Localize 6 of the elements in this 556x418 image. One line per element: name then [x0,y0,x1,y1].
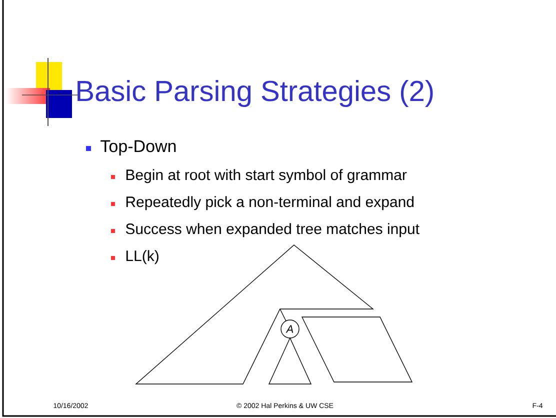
bullet-text: Begin at root with start symbol of grammar [126,169,407,184]
bullet-text: LL(k) [126,250,158,264]
bullet-text: Repeatedly pick a non-terminal and expand [126,196,414,210]
bullet-text: Top-Down [100,140,176,156]
bullet-text: Success when expanded tree matches input [126,223,420,238]
slide-title: Basic Parsing Strategies (2) [78,80,433,108]
